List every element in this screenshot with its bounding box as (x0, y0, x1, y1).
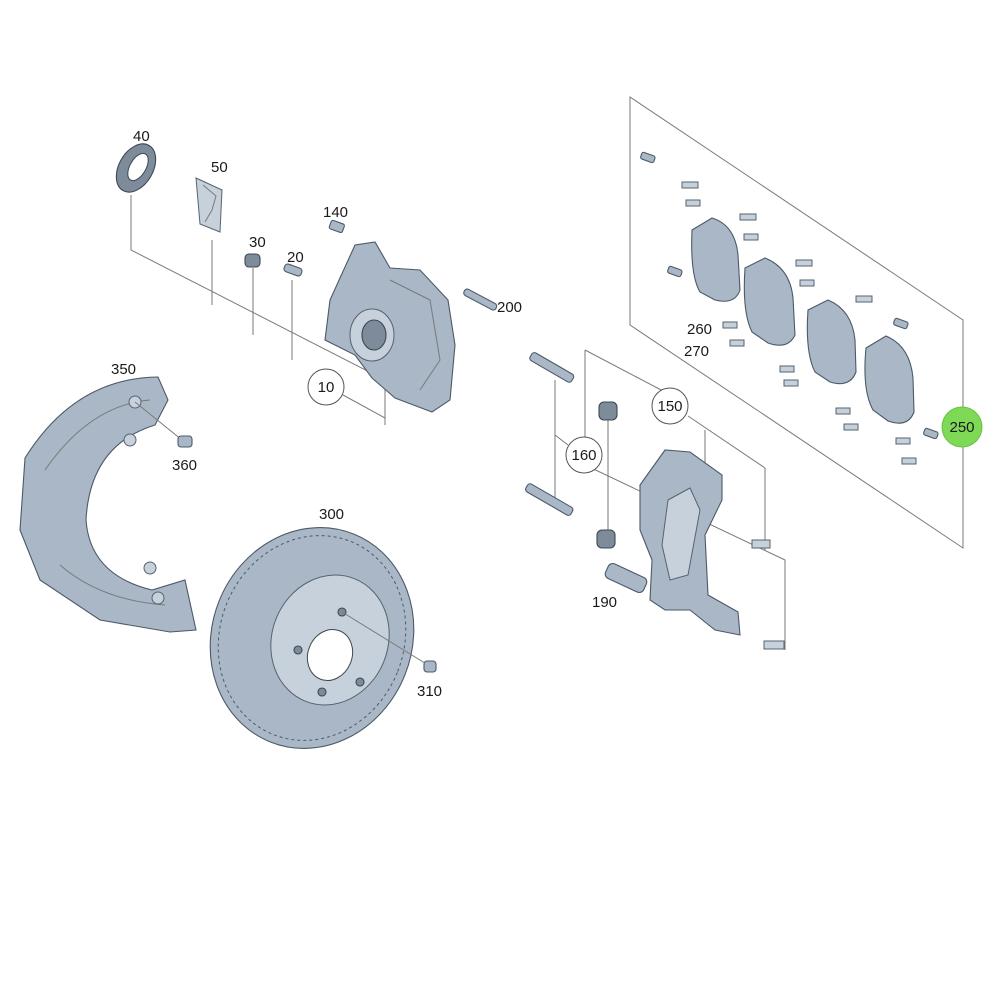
svg-text:250: 250 (949, 419, 974, 436)
caliper-group (115, 143, 498, 425)
bleeder-screw[interactable] (328, 219, 345, 234)
pad-clip[interactable] (681, 181, 699, 189)
brake-pad-4[interactable] (864, 335, 915, 424)
shield-hole (143, 561, 157, 575)
label-350: 350 (111, 361, 136, 378)
brake-pad-2[interactable] (743, 257, 796, 346)
pad-clip[interactable] (779, 365, 795, 373)
spring-clip-detail (202, 184, 217, 223)
callout-150[interactable]: 150 (651, 387, 689, 425)
spring-clip[interactable] (195, 177, 223, 233)
pad-clip[interactable] (685, 199, 701, 207)
brake-pad-3[interactable] (806, 299, 857, 385)
carrier-clip[interactable] (763, 640, 785, 650)
label-260: 260 (687, 321, 712, 338)
pad-clip[interactable] (895, 437, 911, 445)
pad-clip[interactable] (729, 339, 745, 347)
caliper-bolt[interactable] (463, 288, 498, 311)
label-190: 190 (592, 594, 617, 611)
label-50: 50 (211, 159, 228, 176)
pad-clip[interactable] (835, 407, 851, 415)
seal-ring-hole (127, 152, 149, 182)
label-310: 310 (417, 683, 442, 700)
pad-bolt[interactable] (923, 427, 939, 440)
dust-shield-group (19, 376, 197, 633)
caliper-bridge (389, 279, 441, 391)
pad-clip[interactable] (722, 321, 738, 329)
leader-310 (341, 611, 429, 666)
disc-vent-ring (217, 535, 407, 741)
disc-hub-bore (306, 629, 354, 681)
callout-160[interactable]: 160 (565, 436, 603, 474)
leader-360 (134, 401, 183, 441)
shield-hole (123, 433, 137, 447)
guide-pin[interactable] (283, 263, 303, 277)
pad-clip[interactable] (855, 295, 873, 303)
pad-bolt[interactable] (893, 317, 909, 330)
leader-160b (554, 434, 569, 446)
label-20: 20 (287, 249, 304, 266)
svg-text:10: 10 (318, 379, 335, 396)
dust-shield[interactable] (19, 376, 197, 633)
pad-clip[interactable] (799, 279, 815, 287)
leader-150 (687, 415, 766, 469)
label-30: 30 (249, 234, 266, 251)
label-200: 200 (497, 299, 522, 316)
leader-40 (130, 195, 386, 425)
pad-bolt[interactable] (667, 265, 683, 278)
carrier-frame-top (584, 349, 666, 393)
label-140: 140 (323, 204, 348, 221)
carrier-group (524, 349, 786, 650)
disc-screw[interactable] (423, 660, 437, 673)
pad-clip[interactable] (901, 457, 917, 465)
guide-boot-upper[interactable] (598, 401, 618, 421)
label-40: 40 (133, 128, 150, 145)
pad-clip[interactable] (743, 233, 759, 241)
disc-bolt-hole (317, 687, 327, 697)
label-360: 360 (172, 457, 197, 474)
brake-disc-group (209, 527, 437, 749)
carrier-window (661, 487, 701, 581)
disc-bolt-hole (355, 677, 365, 687)
brake-pad-set-group (629, 96, 964, 549)
pad-clip[interactable] (843, 423, 859, 431)
pad-clip[interactable] (783, 379, 799, 387)
brake-pad-1[interactable] (691, 217, 741, 302)
leader-10 (342, 394, 386, 419)
shield-hole (151, 591, 165, 605)
svg-text:150: 150 (657, 398, 682, 415)
guide-boot-lower[interactable] (596, 529, 616, 549)
guide-bolt-lower[interactable] (524, 483, 574, 517)
label-300: 300 (319, 506, 344, 523)
carrier-bolt[interactable] (604, 562, 649, 594)
caliper-piston-bore (361, 319, 387, 351)
carrier-clip[interactable] (751, 539, 771, 549)
pad-set-frame (629, 96, 964, 549)
callout-250[interactable]: 250 (941, 406, 983, 448)
bushing[interactable] (244, 253, 261, 268)
disc-bolt-hole (293, 645, 303, 655)
shield-bolt[interactable] (177, 435, 193, 448)
svg-text:160: 160 (571, 447, 596, 464)
pad-clip[interactable] (795, 259, 813, 267)
label-270: 270 (684, 343, 709, 360)
callout-250-highlight (941, 406, 983, 448)
pad-clip[interactable] (739, 213, 757, 221)
callout-10[interactable]: 10 (307, 368, 345, 406)
guide-bolt-upper[interactable] (529, 352, 575, 384)
pad-bolt[interactable] (640, 151, 656, 164)
